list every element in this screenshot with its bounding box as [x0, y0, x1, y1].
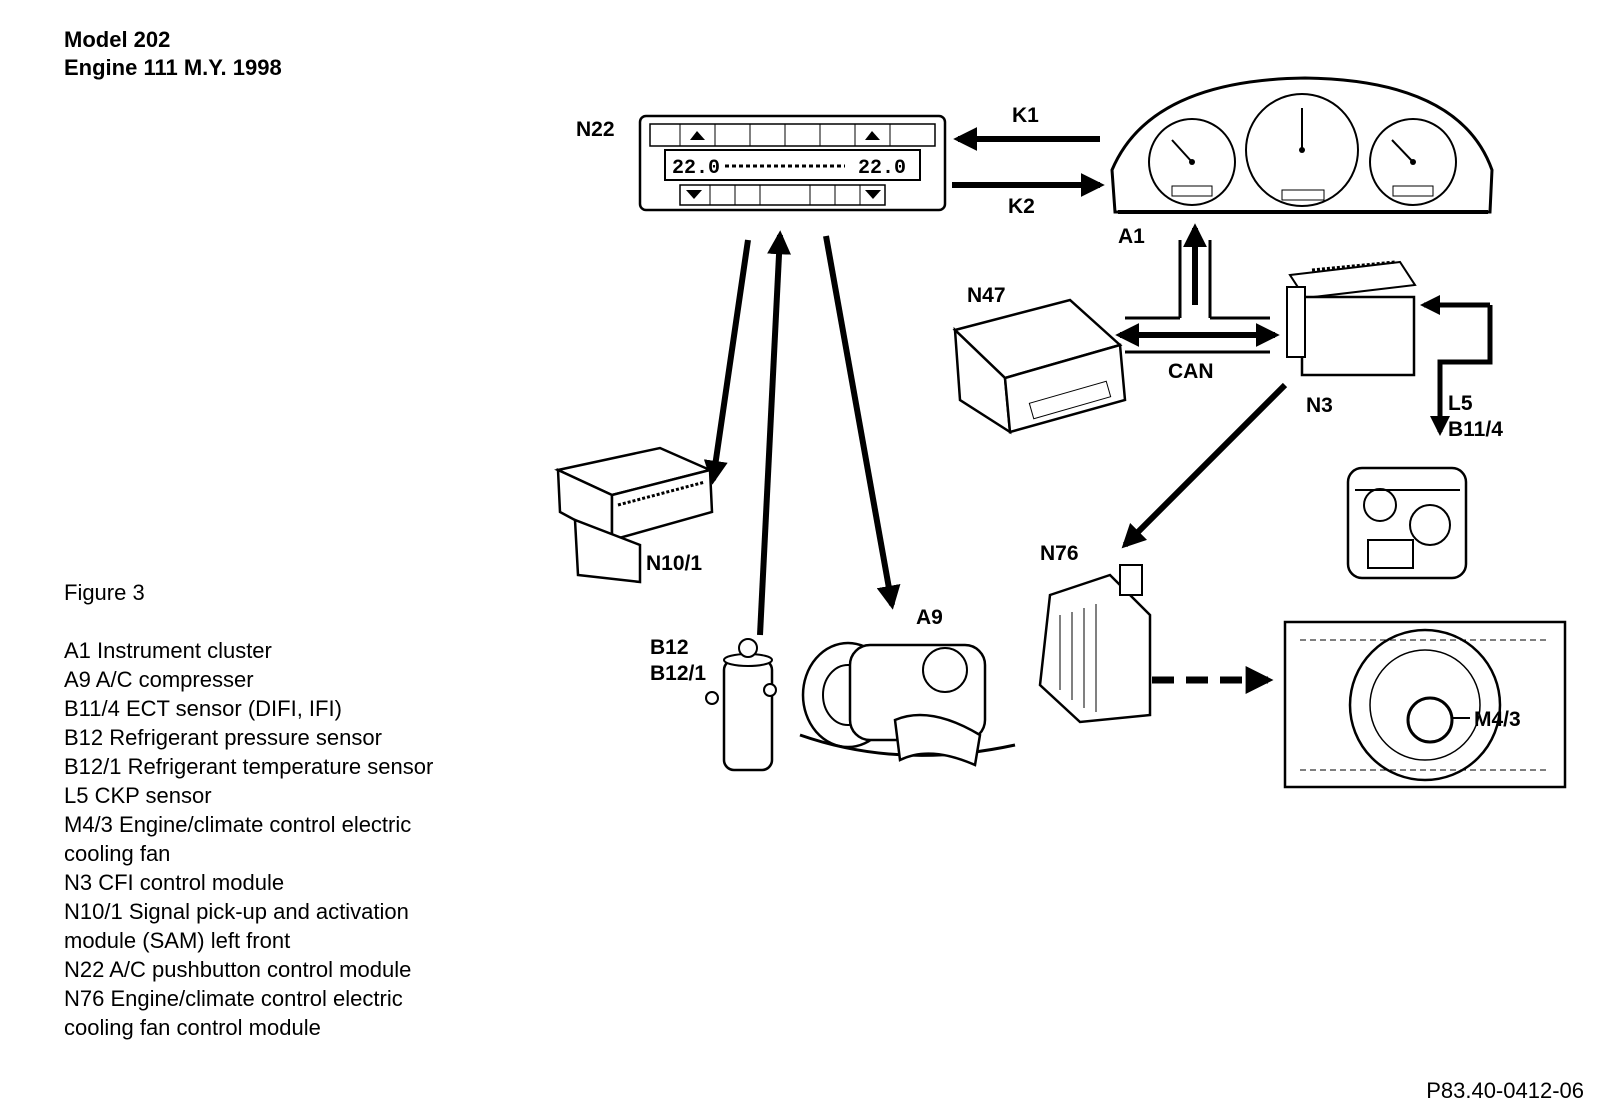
- model-title: Model 202: [64, 27, 171, 52]
- arrow-n3-l5: [1430, 305, 1493, 436]
- label-k2: K2: [1008, 195, 1035, 218]
- engine-title: Engine 111 M.Y. 1998: [64, 55, 282, 80]
- label-n47: N47: [967, 284, 1006, 307]
- m4-3-fan: [1283, 620, 1567, 789]
- a9-ac-compressor: [799, 641, 1016, 767]
- label-b11-4: B11/4: [1448, 418, 1503, 441]
- arrow-b12-n22: [757, 230, 792, 636]
- legend-item: N76 Engine/climate control electric cool…: [64, 986, 403, 1040]
- figure-caption: Figure 3: [64, 580, 145, 605]
- label-m4-3: M4/3: [1474, 708, 1521, 731]
- arrow-n3-n76: [1121, 382, 1288, 549]
- n10-1-sam-module: [554, 446, 714, 584]
- display-temp-left: 22.0: [672, 157, 720, 180]
- n47-module: [952, 298, 1127, 435]
- legend-item: N3 CFI control module: [64, 870, 285, 895]
- legend-item: B12 Refrigerant pressure sensor: [64, 725, 382, 750]
- label-b12: B12: [650, 636, 689, 659]
- arrow-n22-n10-1: [703, 239, 751, 485]
- label-n10-1: N10/1: [646, 552, 702, 575]
- legend-item: N22 A/C pushbutton control module: [64, 957, 412, 982]
- arrow-n22-a9: [823, 235, 901, 610]
- label-n22: N22: [576, 118, 615, 141]
- n3-cfi-module: [1286, 260, 1417, 377]
- label-n3: N3: [1306, 394, 1333, 417]
- n22-control-panel: 22.0 22.0: [638, 114, 947, 212]
- legend-item: L5 CKP sensor: [64, 783, 212, 808]
- display-temp-right: 22.0: [858, 157, 906, 180]
- label-a1: A1: [1118, 225, 1145, 248]
- engine-drawing: [1346, 466, 1468, 580]
- can-bus-arrows: [1115, 223, 1280, 354]
- legend-item: B11/4 ECT sensor (DIFI, IFI): [64, 696, 342, 721]
- label-b12-1: B12/1: [650, 662, 706, 685]
- legend-item: A1 Instrument cluster: [64, 638, 272, 663]
- a1-instrument-cluster: [1110, 76, 1494, 214]
- b12-refrigerant-sensor: [705, 638, 777, 772]
- label-n76: N76: [1040, 542, 1079, 565]
- reference-code: P83.40-0412-06: [1426, 1078, 1584, 1103]
- label-l5: L5: [1448, 392, 1473, 415]
- label-can: CAN: [1168, 360, 1214, 383]
- legend-item: B12/1 Refrigerant temperature sensor: [64, 754, 434, 779]
- label-a9: A9: [916, 606, 943, 629]
- legend-item: M4/3 Engine/climate control electric coo…: [64, 812, 412, 866]
- n76-module: [1038, 564, 1152, 724]
- legend-item: A9 A/C compresser: [64, 667, 254, 692]
- legend-item: N10/1 Signal pick-up and activation modu…: [64, 899, 409, 953]
- label-k1: K1: [1012, 104, 1039, 127]
